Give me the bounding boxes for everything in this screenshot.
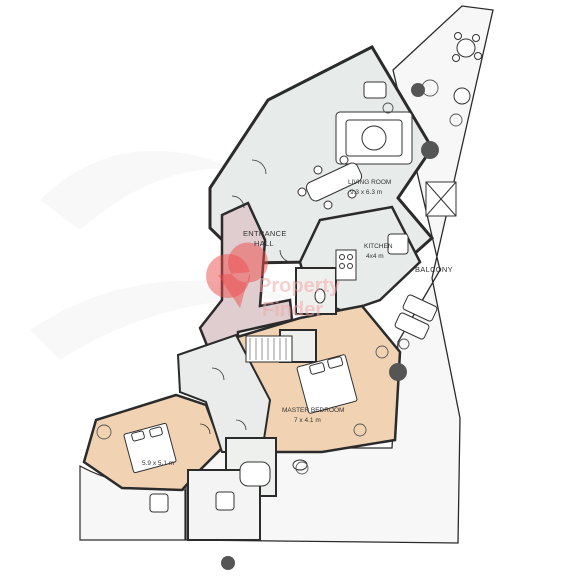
entrance-hall-label-1: ENTRANCE [243,229,287,238]
kitchen-size: 4x4 m [366,253,384,260]
wardrobe-strip [245,335,293,363]
bedroom-2-size: 5.9 x 5.1 m [142,460,174,467]
kitchen-hob-icon [335,233,409,281]
living-room-label: LIVING ROOM [348,179,391,186]
balcony-label: BALCONY [415,265,453,274]
plant-icon [96,79,463,475]
outdoor-table-icon [149,32,482,513]
background-watermark [30,150,300,360]
master-bedroom-label: MASTER BEDROOM [282,407,344,414]
round-column-icon [221,556,235,570]
toilet-icon [292,459,308,471]
round-column-icon [411,83,425,97]
door-swings [199,159,293,435]
sofa-icon [335,81,413,165]
living-room-size: 9.3 x 6.3 m [350,189,382,196]
bed-icon [296,354,358,414]
kitchen-label: KITCHEN [364,243,393,250]
bathtub-icon [239,461,271,487]
dining-table-icon [297,155,363,210]
entrance-hall-label-2: HALL [254,239,274,248]
watermark-line-2: Finder [262,299,323,321]
bed-icon [123,422,177,474]
round-column-icon [421,141,439,159]
watermark-logo: Property Finder [206,242,341,321]
watermark-line-1: Property [258,275,341,297]
toilet-icon [314,288,326,304]
round-column-icon [389,363,407,381]
wardrobe-hatch [249,338,287,360]
master-bedroom-size: 7 x 4.1 m [294,417,321,424]
